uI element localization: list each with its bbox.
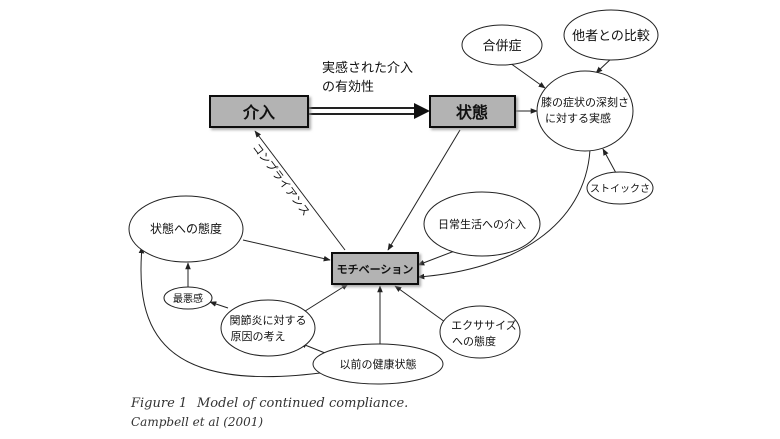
node-worst-label: 最悪感 — [173, 292, 203, 305]
edge-attitude-to-motivation — [242, 239, 331, 262]
node-worst-feeling: 最悪感 — [163, 286, 213, 310]
node-previous-health: 以前の健康状態 — [312, 343, 444, 385]
node-knee-label-1: 膝の症状の深刻さ — [541, 95, 629, 109]
node-causal-beliefs: 関節炎に対する 原因の考え — [220, 299, 316, 357]
node-state: 状態 — [429, 95, 516, 128]
edge-causal-to-motivation — [301, 283, 349, 314]
node-exercise-attitude: エクササイズ への態度 — [439, 305, 521, 359]
edge-exercise-to-motivation — [394, 285, 446, 323]
edge-label-compliance: コンプライアンス — [250, 141, 313, 218]
node-intervention: 介入 — [209, 95, 309, 128]
edge-prevhealth-to-attitude — [138, 246, 329, 378]
node-state-label: 状態 — [456, 103, 488, 122]
node-knee-label-2: に対する実感 — [545, 111, 611, 125]
edge-motivation-to-intervention — [254, 130, 346, 251]
figure-title: Model of continued compliance. — [196, 396, 408, 411]
edge-stoicism-to-knee — [602, 148, 617, 174]
node-prevhealth-label: 以前の健康状態 — [340, 357, 417, 371]
node-causal-label-2: 原因の考え — [231, 330, 286, 343]
edge-state-to-motivation — [387, 129, 461, 251]
node-comorbidity-label: 合併症 — [482, 39, 521, 54]
node-daily-label: 日常生活への介入 — [438, 217, 526, 231]
node-causal-label-1: 関節炎に対する — [230, 313, 307, 327]
edge-knee-to-motivation — [417, 149, 591, 280]
node-stoicism-label: ストイックさ — [590, 183, 650, 195]
node-exercise-label-1: エクササイズ — [451, 318, 517, 332]
edge-comorbidity-to-knee — [509, 62, 546, 89]
node-motivation-label: モチベーション — [337, 263, 414, 276]
edge-label-perceived-line2: の有効性 — [322, 80, 374, 95]
node-exercise-label-2: への態度 — [452, 334, 496, 348]
edge-intervention-to-state — [308, 103, 430, 119]
node-daily-life: 日常生活への介入 — [423, 191, 541, 257]
node-motivation: モチベーション — [331, 252, 419, 285]
figure-label: Figure 1 — [130, 396, 187, 411]
node-knee-severity: 膝の症状の深刻さ に対する実感 — [536, 70, 634, 152]
edge-label-perceived-line1: 実感された介入 — [322, 60, 413, 76]
figure-citation: Campbell et al (2001) — [131, 415, 263, 429]
node-comorbidity: 合併症 — [461, 24, 543, 66]
node-intervention-label: 介入 — [242, 103, 275, 122]
node-attitude-to-state: 状態への態度 — [128, 195, 244, 263]
node-comparison: 他者との比較 — [563, 9, 659, 61]
node-attitude-label: 状態への態度 — [150, 221, 222, 236]
edge-causal-to-worst — [209, 301, 229, 309]
node-stoicism: ストイックさ — [586, 171, 654, 205]
node-comparison-label: 他者との比較 — [572, 29, 650, 44]
